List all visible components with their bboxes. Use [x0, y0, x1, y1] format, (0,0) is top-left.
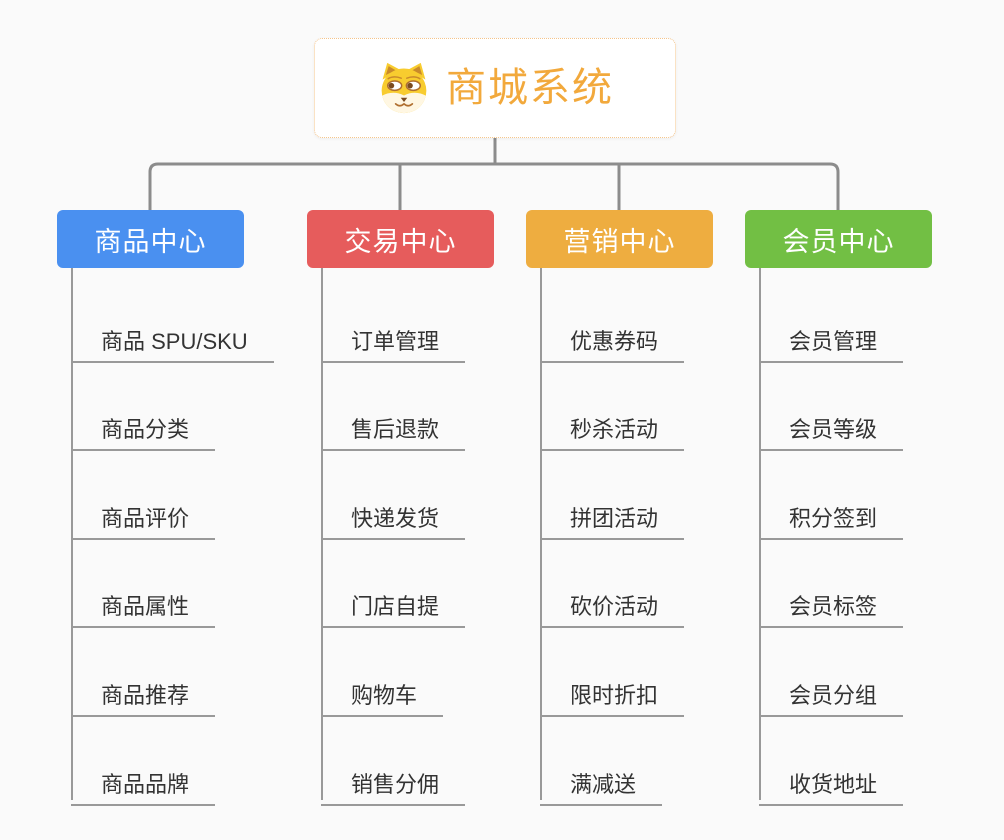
branch-rail [71, 268, 73, 800]
leaf-node[interactable]: 购物车 [321, 666, 444, 717]
leaf-node[interactable]: 销售分佣 [321, 755, 466, 806]
leaf-node[interactable]: 门店自提 [321, 577, 466, 628]
branch-node-marketing-center[interactable]: 营销中心 [526, 210, 713, 268]
dog-face-icon [381, 62, 427, 114]
leaf-node[interactable]: 收货地址 [759, 755, 904, 806]
leaf-node[interactable]: 满减送 [540, 755, 663, 806]
leaf-node[interactable]: 商品评价 [71, 489, 216, 540]
leaf-node[interactable]: 订单管理 [321, 312, 466, 363]
leaf-node[interactable]: 商品品牌 [71, 755, 216, 806]
leaf-node[interactable]: 商品分类 [71, 400, 216, 451]
root-node-title: 商城系统 [446, 66, 614, 110]
branch-rail [540, 268, 542, 800]
branch-node-member-center[interactable]: 会员中心 [745, 210, 932, 268]
leaf-node[interactable]: 砍价活动 [540, 577, 685, 628]
leaf-node[interactable]: 快递发货 [321, 489, 466, 540]
leaf-node[interactable]: 积分签到 [759, 489, 904, 540]
leaf-node[interactable]: 限时折扣 [540, 666, 685, 717]
root-node[interactable]: 商城系统 [314, 38, 676, 138]
branch-rail [321, 268, 323, 800]
leaf-node[interactable]: 会员标签 [759, 577, 904, 628]
leaf-node[interactable]: 秒杀活动 [540, 400, 685, 451]
leaf-node[interactable]: 商品推荐 [71, 666, 216, 717]
leaf-node[interactable]: 会员分组 [759, 666, 904, 717]
leaf-node[interactable]: 商品属性 [71, 577, 216, 628]
branch-rail [759, 268, 761, 800]
leaf-node[interactable]: 会员等级 [759, 400, 904, 451]
branch-node-product-center[interactable]: 商品中心 [57, 210, 244, 268]
branch-node-trade-center[interactable]: 交易中心 [307, 210, 494, 268]
leaf-node[interactable]: 优惠券码 [540, 312, 685, 363]
leaf-node[interactable]: 会员管理 [759, 312, 904, 363]
leaf-node[interactable]: 拼团活动 [540, 489, 685, 540]
leaf-node[interactable]: 商品 SPU/SKU [71, 312, 274, 363]
branch-rail-connector [148, 162, 840, 210]
leaf-node[interactable]: 售后退款 [321, 400, 466, 451]
